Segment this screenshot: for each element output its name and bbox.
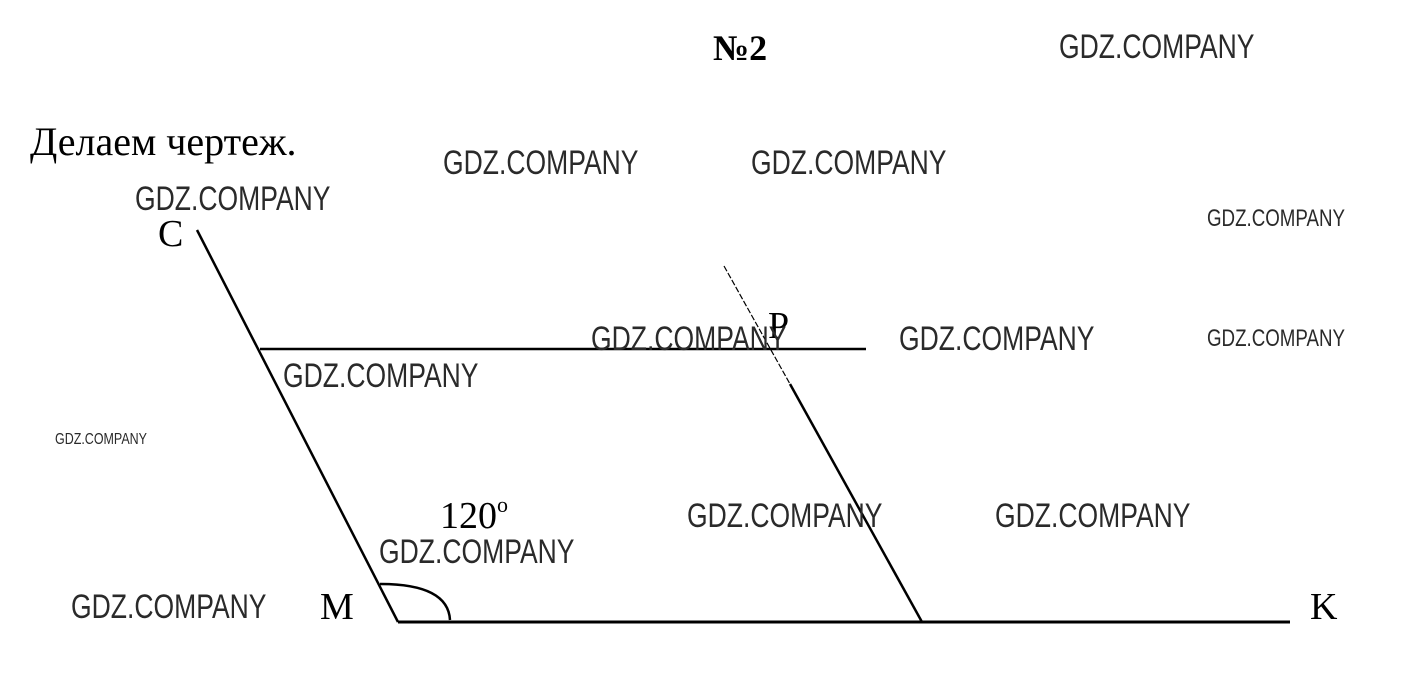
watermark: GDZ.COMPANY <box>1207 325 1345 352</box>
watermark: GDZ.COMPANY <box>687 497 883 535</box>
angle-unit: о <box>497 492 508 517</box>
watermark: GDZ.COMPANY <box>55 431 147 448</box>
watermark: GDZ.COMPANY <box>1059 28 1255 66</box>
watermark: GDZ.COMPANY <box>379 533 575 571</box>
watermark: GDZ.COMPANY <box>591 320 787 358</box>
point-label-k: K <box>1310 586 1338 628</box>
angle-value: 120 <box>440 495 497 537</box>
parallel-segment-lower <box>788 383 924 623</box>
point-label-m: M <box>320 586 354 628</box>
watermark: GDZ.COMPANY <box>751 144 947 182</box>
watermark: GDZ.COMPANY <box>1207 205 1345 232</box>
watermark: GDZ.COMPANY <box>283 357 479 395</box>
point-label-c: C <box>158 213 184 255</box>
watermark: GDZ.COMPANY <box>995 497 1191 535</box>
angle-arc <box>379 582 452 621</box>
point-label-p: P <box>768 305 790 347</box>
watermark: GDZ.COMPANY <box>135 180 331 218</box>
watermark: GDZ.COMPANY <box>443 144 639 182</box>
angle-label: 120о <box>440 492 508 537</box>
watermark: GDZ.COMPANY <box>71 588 267 626</box>
problem-number: №2 <box>713 28 768 68</box>
segment-cm <box>195 229 400 623</box>
parallel-segment-upper <box>723 265 791 385</box>
watermark: GDZ.COMPANY <box>899 320 1095 358</box>
intro-text: Делаем чертеж. <box>30 119 297 164</box>
